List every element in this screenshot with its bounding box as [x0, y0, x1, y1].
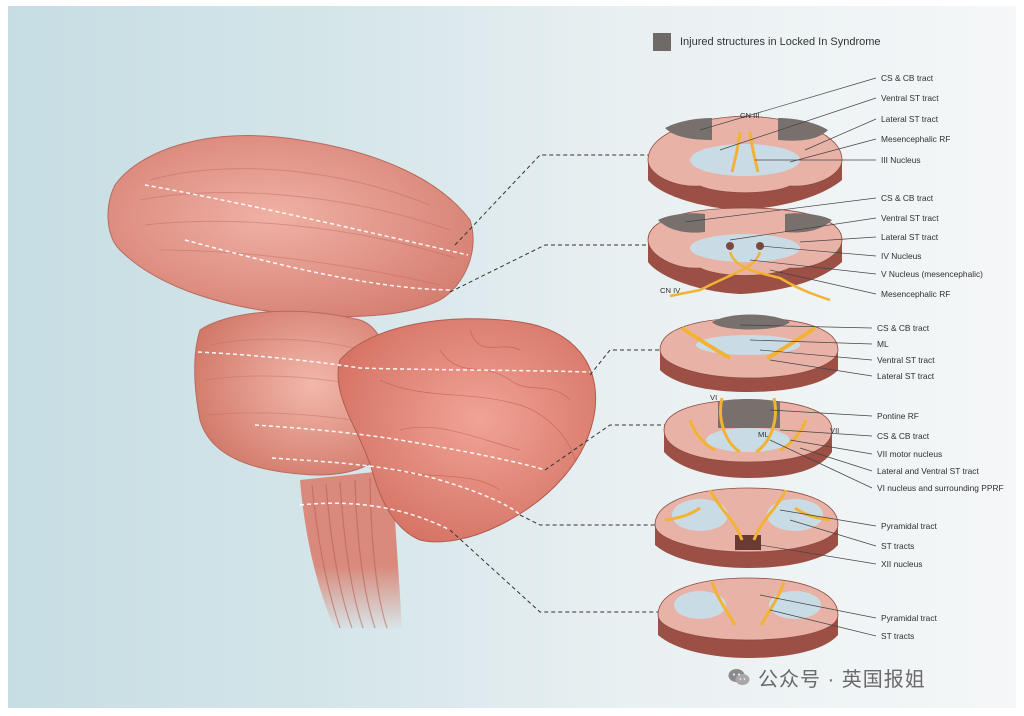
connector-2 — [449, 244, 650, 293]
pons-body — [194, 310, 393, 476]
label-vii: VII — [830, 426, 840, 435]
connector-lines — [449, 154, 665, 613]
frame-top — [0, 0, 1024, 6]
section-midbrain-upper — [647, 115, 843, 210]
label-cs-cb-tract: CS & CB tract — [877, 431, 930, 441]
label-ventral-st-tract: Ventral ST tract — [881, 93, 939, 103]
legend-label: Injured structures in Locked In Syndrome — [680, 36, 881, 48]
label-lateral-st-tract: Lateral ST tract — [877, 371, 935, 381]
label-mesencephalic-rf: Mesencephalic RF — [881, 289, 951, 299]
legend: Injured structures in Locked In Syndrome — [653, 33, 881, 51]
label-cs-cb-tract: CS & CB tract — [881, 193, 934, 203]
connector-3 — [589, 349, 660, 376]
brainstem-3d-model — [107, 135, 597, 630]
label-ventral-st-tract: Ventral ST tract — [877, 355, 935, 365]
label-vi: VI — [710, 393, 718, 402]
frame-left — [0, 0, 8, 716]
label-mesencephalic-rf: Mesencephalic RF — [881, 134, 951, 144]
label-leader-lines — [684, 77, 877, 637]
label-vii-motor-nucleus: VII motor nucleus — [877, 449, 943, 459]
label-lateral-st-tract: Lateral ST tract — [881, 232, 939, 242]
label-v-nucleus: V Nucleus (mesencephalic) — [881, 269, 983, 279]
section-midbrain-lower — [647, 207, 843, 302]
label-ventral-st-tract: Ventral ST tract — [881, 213, 939, 223]
label-lateral-st-tract: Lateral ST tract — [881, 114, 939, 124]
watermark: 公众号 · 英国报姐 — [728, 664, 926, 691]
section-pons-lower — [663, 397, 833, 478]
frame-right — [1016, 0, 1024, 716]
label-cn-iii: CN III — [740, 111, 760, 120]
label-vi-nucleus-pprf: VI nucleus and surrounding PPRF — [877, 483, 1004, 493]
legend-swatch — [653, 33, 671, 51]
midbrain-lobe — [107, 135, 474, 318]
label-xii-nucleus: XII nucleus — [881, 559, 923, 569]
label-cn-iv: CN IV — [660, 286, 681, 295]
wechat-icon — [728, 669, 750, 685]
connector-6 — [449, 529, 660, 613]
section-medulla-upper — [654, 487, 839, 568]
label-pyramidal-tract: Pyramidal tract — [881, 521, 937, 531]
connector-4 — [544, 424, 665, 471]
label-lateral-ventral-st-tract: Lateral and Ventral ST tract — [877, 466, 979, 476]
label-ml: ML — [877, 339, 889, 349]
section-medulla-lower — [657, 577, 839, 658]
label-st-tracts: ST tracts — [881, 541, 915, 551]
label-ml: ML — [758, 430, 769, 439]
medulla-stem — [300, 470, 402, 630]
label-st-tracts: ST tracts — [881, 631, 915, 641]
label-iii-nucleus: III Nucleus — [881, 155, 921, 165]
label-pyramidal-tract: Pyramidal tract — [881, 613, 937, 623]
section-pons-upper — [659, 314, 839, 392]
frame-bottom — [0, 708, 1024, 716]
label-iv-nucleus: IV Nucleus — [881, 251, 922, 261]
cerebellum — [337, 318, 597, 543]
label-cs-cb-tract: CS & CB tract — [877, 323, 930, 333]
label-cs-cb-tract: CS & CB tract — [881, 73, 934, 83]
connector-1 — [454, 154, 650, 246]
watermark-text: 公众号 · 英国报姐 — [758, 668, 926, 691]
label-pontine-rf: Pontine RF — [877, 411, 919, 421]
connector-5 — [519, 514, 655, 526]
